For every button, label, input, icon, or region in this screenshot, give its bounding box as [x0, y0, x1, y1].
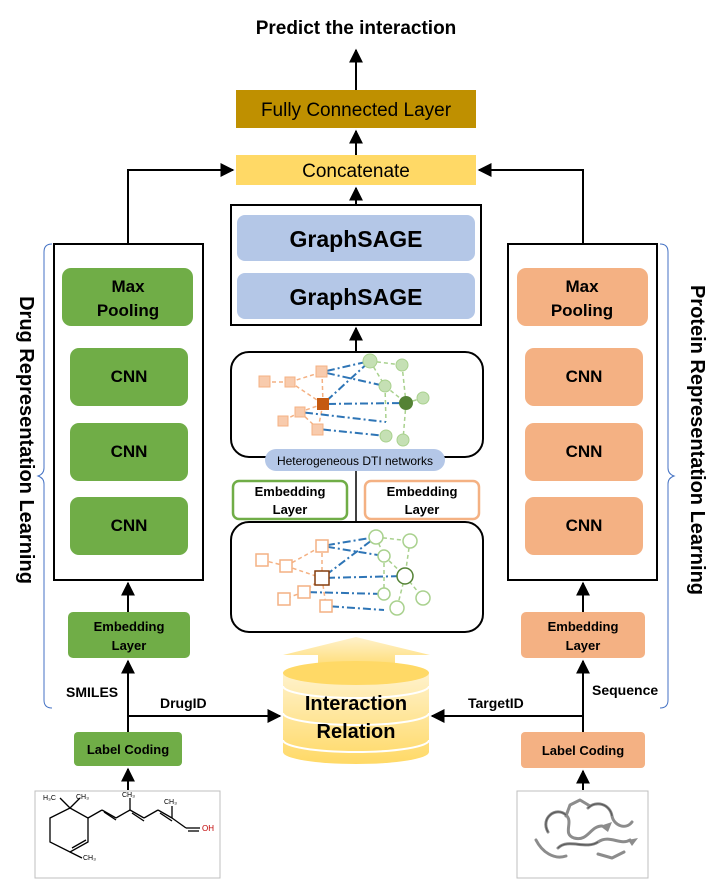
drug-bracket: [36, 243, 53, 709]
drug-cnn-1-label: CNN: [111, 367, 148, 386]
drug-label-coding-label: Label Coding: [87, 742, 169, 757]
svg-text:H₃C: H₃C: [43, 795, 56, 802]
protein-cnn-3-label: CNN: [566, 516, 603, 535]
arrow-protein-to-concat: [477, 163, 584, 244]
protein-max-pooling-box: [517, 268, 648, 326]
protein-structure-image: [516, 790, 649, 879]
protein-embedding-line1: Embedding: [548, 619, 619, 634]
input-network-panel: [230, 521, 484, 633]
concatenate-box: [236, 155, 476, 185]
drug-max-pooling-line2: Pooling: [97, 301, 159, 320]
embedding-layer-target-line1: Embedding: [387, 484, 458, 499]
arrow-drug-to-concat: [127, 163, 235, 244]
drugid-label: DrugID: [160, 695, 207, 711]
drug-label-coding-box: [74, 732, 182, 766]
svg-text:CH₃: CH₃: [83, 855, 96, 862]
heterogeneous-network-label: Heterogeneous DTI networks: [277, 454, 433, 468]
drug-embedding-layer-box: [68, 612, 190, 658]
embedding-layer-target-line2: Layer: [405, 502, 440, 517]
protein-max-pooling-line2: Pooling: [551, 301, 613, 320]
drug-max-pooling-line1: Max: [111, 277, 145, 296]
drug-cnn-1-box: [70, 348, 188, 406]
protein-side-label: Protein Representation Learning: [686, 285, 708, 595]
drug-cnn-2-label: CNN: [111, 442, 148, 461]
drug-cnn-3-label: CNN: [111, 516, 148, 535]
protein-embedding-layer-box: [521, 612, 645, 658]
interaction-relation-line2: Relation: [317, 721, 396, 743]
protein-bracket: [659, 243, 676, 709]
diagram-title: Predict the interaction: [256, 18, 457, 39]
heterogeneous-network-graph: [258, 353, 430, 447]
drug-molecule-image: H₃C CH₃ CH₃ CH₃ CH₃ OH: [34, 790, 221, 879]
protein-cnn-2-label: CNN: [566, 442, 603, 461]
protein-embedding-line2: Layer: [566, 638, 601, 653]
embedding-layer-drug-line2: Layer: [273, 502, 308, 517]
drug-side-label: Drug Representation Learning: [15, 296, 37, 584]
drug-max-pooling-box: [62, 268, 193, 326]
svg-text:OH: OH: [202, 824, 214, 833]
concatenate-label: Concatenate: [302, 161, 410, 182]
graphsage-layer-2: [237, 273, 475, 319]
input-network-graph: [255, 529, 431, 616]
drug-embedding-line1: Embedding: [94, 619, 165, 634]
embedding-layer-target-box: [363, 479, 481, 521]
graphsage-layer-1-label: GraphSAGE: [290, 226, 423, 252]
fully-connected-layer-label: Fully Connected Layer: [261, 100, 452, 121]
graphsage-layer-1: [237, 215, 475, 261]
heterogeneous-network-pill: [265, 449, 445, 471]
interaction-relation-database: [282, 661, 430, 764]
protein-cnn-2-box: [525, 423, 643, 481]
drug-embedding-line2: Layer: [112, 638, 147, 653]
sequence-label: Sequence: [592, 682, 658, 698]
embedding-layer-drug-line1: Embedding: [255, 484, 326, 499]
protein-cnn-1-label: CNN: [566, 367, 603, 386]
protein-cnn-1-box: [525, 348, 643, 406]
protein-label-coding-label: Label Coding: [542, 743, 624, 758]
targetid-label: TargetID: [468, 695, 524, 711]
svg-text:CH₃: CH₃: [122, 792, 135, 799]
protein-label-coding-box: [521, 732, 645, 768]
graphsage-layer-2-label: GraphSAGE: [290, 284, 423, 310]
drug-cnn-3-box: [70, 497, 188, 555]
svg-text:CH₃: CH₃: [76, 794, 89, 801]
protein-max-pooling-line1: Max: [565, 277, 599, 296]
embedding-layer-drug-box: [231, 479, 349, 521]
drug-cnn-2-box: [70, 423, 188, 481]
smiles-label: SMILES: [66, 684, 118, 700]
svg-text:CH₃: CH₃: [164, 799, 177, 806]
protein-cnn-3-box: [525, 497, 643, 555]
interaction-relation-line1: Interaction: [305, 693, 407, 715]
fully-connected-layer-box: [236, 90, 476, 128]
